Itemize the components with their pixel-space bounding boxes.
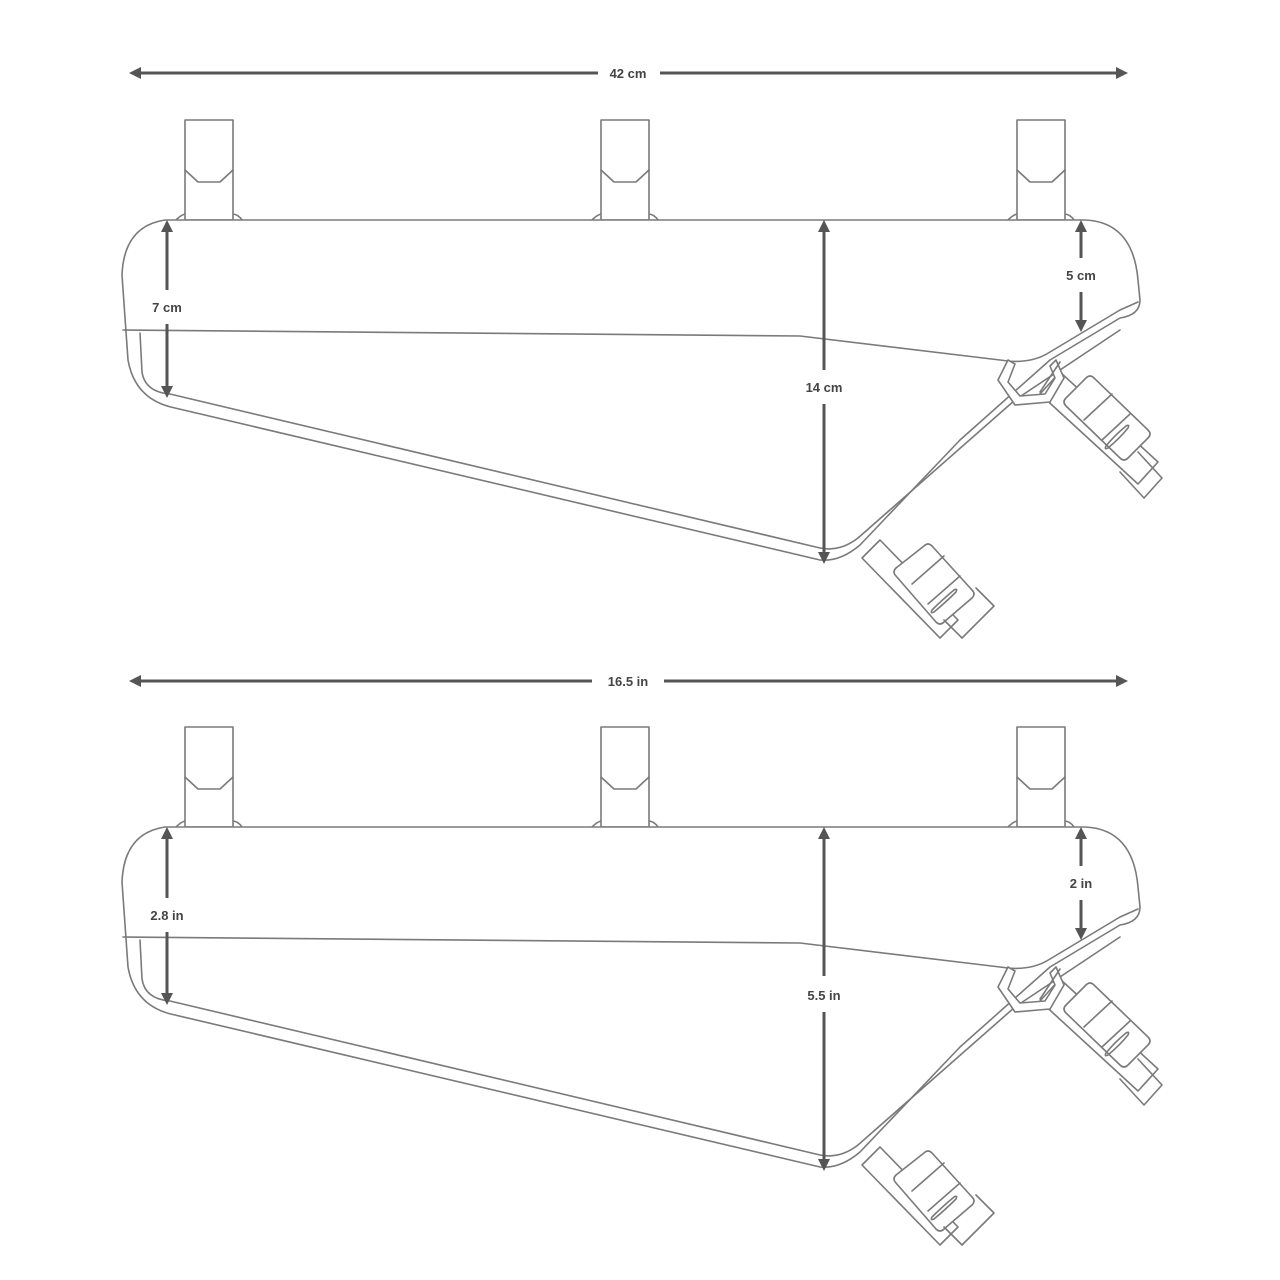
- dimension-rear-height: 7 cm: [152, 220, 182, 398]
- max-height-label: 5.5 in: [807, 988, 840, 1003]
- dimension-overall-length: 16.5 in: [129, 674, 1128, 689]
- front-height-label: 2 in: [1070, 876, 1092, 891]
- rear-height-label: 7 cm: [152, 300, 182, 315]
- dimension-rear-height: 2.8 in: [150, 827, 184, 1005]
- dimension-overall-length: 42 cm: [129, 66, 1128, 81]
- dimension-front-height: 2 in: [1070, 827, 1092, 940]
- view-imperial: 16.5 in 2.8 in 5.5 in 2 in: [121, 674, 1163, 1246]
- max-height-label: 14 cm: [806, 380, 843, 395]
- dimension-front-height: 5 cm: [1066, 220, 1096, 332]
- front-height-label: 5 cm: [1066, 268, 1096, 283]
- dimension-max-height: 14 cm: [806, 220, 843, 564]
- overall-length-label: 42 cm: [610, 66, 647, 81]
- dimension-max-height: 5.5 in: [807, 827, 841, 1171]
- overall-length-label: 16.5 in: [608, 674, 649, 689]
- view-metric: 42 cm 7 cm 14 cm 5 cm: [121, 66, 1163, 639]
- rear-height-label: 2.8 in: [150, 908, 183, 923]
